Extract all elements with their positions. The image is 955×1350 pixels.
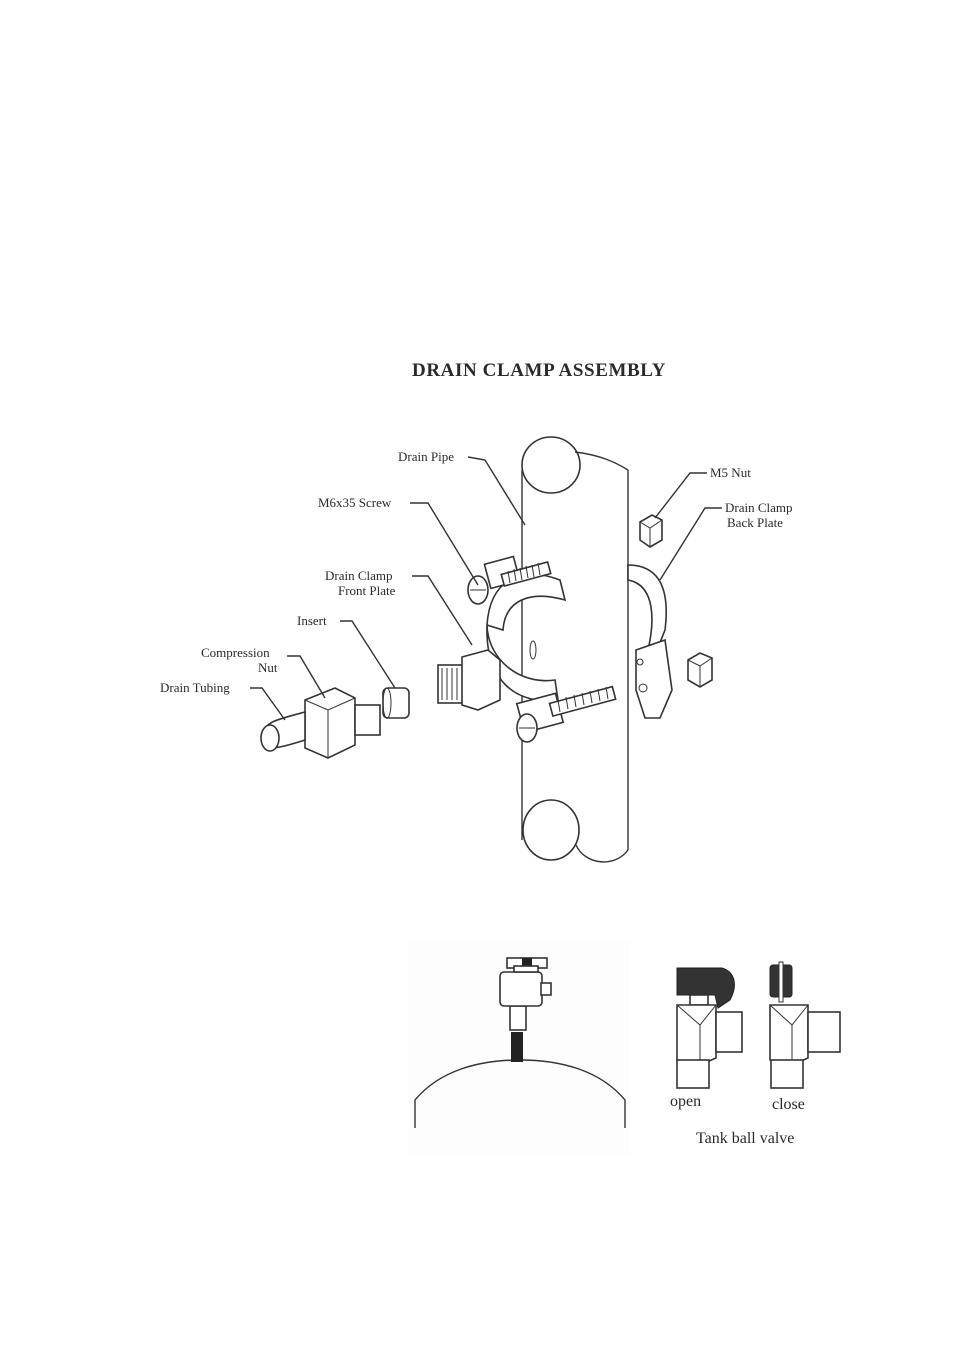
tank-valve-illustration xyxy=(408,940,630,1155)
insert xyxy=(383,688,409,718)
label-tank-ball-valve: Tank ball valve xyxy=(696,1130,794,1147)
drain-clamp-back-plate xyxy=(628,565,672,718)
compression-nut xyxy=(305,688,380,758)
label-m6x35-screw: M6x35 Screw xyxy=(318,495,392,510)
label-drain-pipe: Drain Pipe xyxy=(398,449,454,464)
ball-valve-close xyxy=(770,962,840,1088)
drain-pipe xyxy=(522,437,628,862)
label-front-plate-line2: Front Plate xyxy=(338,583,396,598)
label-m5-nut: M5 Nut xyxy=(710,465,751,480)
label-insert: Insert xyxy=(297,613,327,628)
label-front-plate-line1: Drain Clamp xyxy=(325,568,393,583)
ball-valve-open xyxy=(677,968,742,1088)
label-compression-line2: Nut xyxy=(258,660,278,675)
label-drain-tubing: Drain Tubing xyxy=(160,680,230,695)
label-compression-line1: Compression xyxy=(201,645,270,660)
label-valve-open: open xyxy=(670,1093,701,1110)
label-back-plate-line2: Back Plate xyxy=(727,515,783,530)
label-valve-close: close xyxy=(772,1096,805,1113)
label-back-plate-line1: Drain Clamp xyxy=(725,500,793,515)
